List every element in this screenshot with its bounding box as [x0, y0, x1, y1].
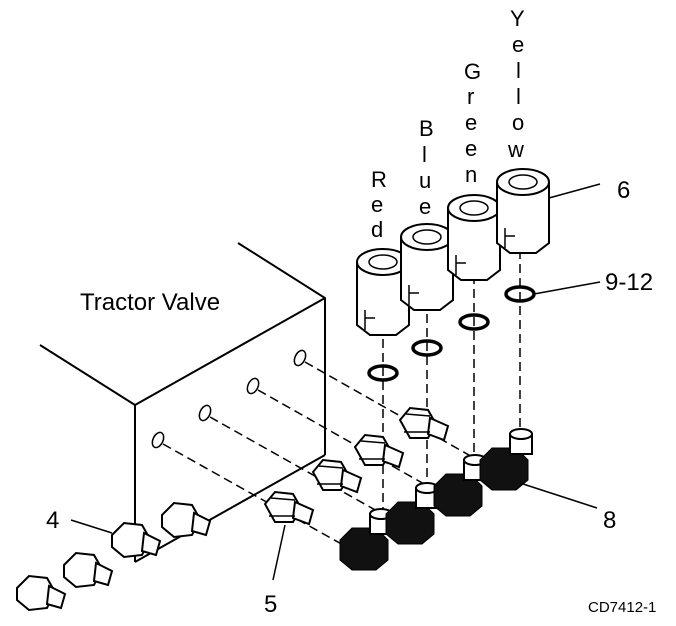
tractor-valve-block [39, 242, 326, 563]
callout-6: 6 [617, 177, 630, 204]
callout-5: 5 [264, 591, 277, 618]
green-letter: e [465, 110, 477, 135]
green-letter: G [464, 59, 481, 84]
yellow-letter: l [516, 58, 521, 83]
red-letter: R [371, 167, 387, 192]
blue-letter: B [419, 116, 434, 141]
callout-4: 4 [46, 507, 59, 534]
hose-color-labels: R e d B l u e G r e e n Y e l l o w [371, 6, 525, 242]
green-letter: n [465, 162, 477, 187]
coupler-red [356, 248, 410, 336]
red-letter: e [371, 192, 383, 217]
coupler-blue [400, 223, 454, 311]
red-letter: d [371, 217, 383, 242]
yellow-letter: e [512, 32, 524, 57]
elbow-fittings [339, 428, 533, 571]
green-letter: r [467, 84, 474, 109]
leader-lines [70, 183, 601, 581]
assembly-centerlines [162, 250, 521, 547]
callout-8: 8 [603, 507, 616, 534]
straight-adapters [263, 406, 450, 526]
yellow-letter: o [512, 110, 524, 135]
yellow-letter: l [516, 84, 521, 109]
tractor-valve-label: Tractor Valve [80, 289, 220, 316]
callout-9-12: 9-12 [605, 269, 653, 296]
loose-adapters [16, 501, 212, 612]
blue-letter: l [422, 142, 427, 167]
blue-letter: e [419, 194, 431, 219]
yellow-letter: w [507, 137, 524, 162]
yellow-letter: Y [510, 6, 525, 31]
coupler-yellow [496, 168, 550, 254]
blue-letter: u [419, 168, 431, 193]
figure-id: CD7412-1 [588, 599, 656, 616]
green-letter: e [465, 136, 477, 161]
coupler-green [447, 194, 501, 281]
